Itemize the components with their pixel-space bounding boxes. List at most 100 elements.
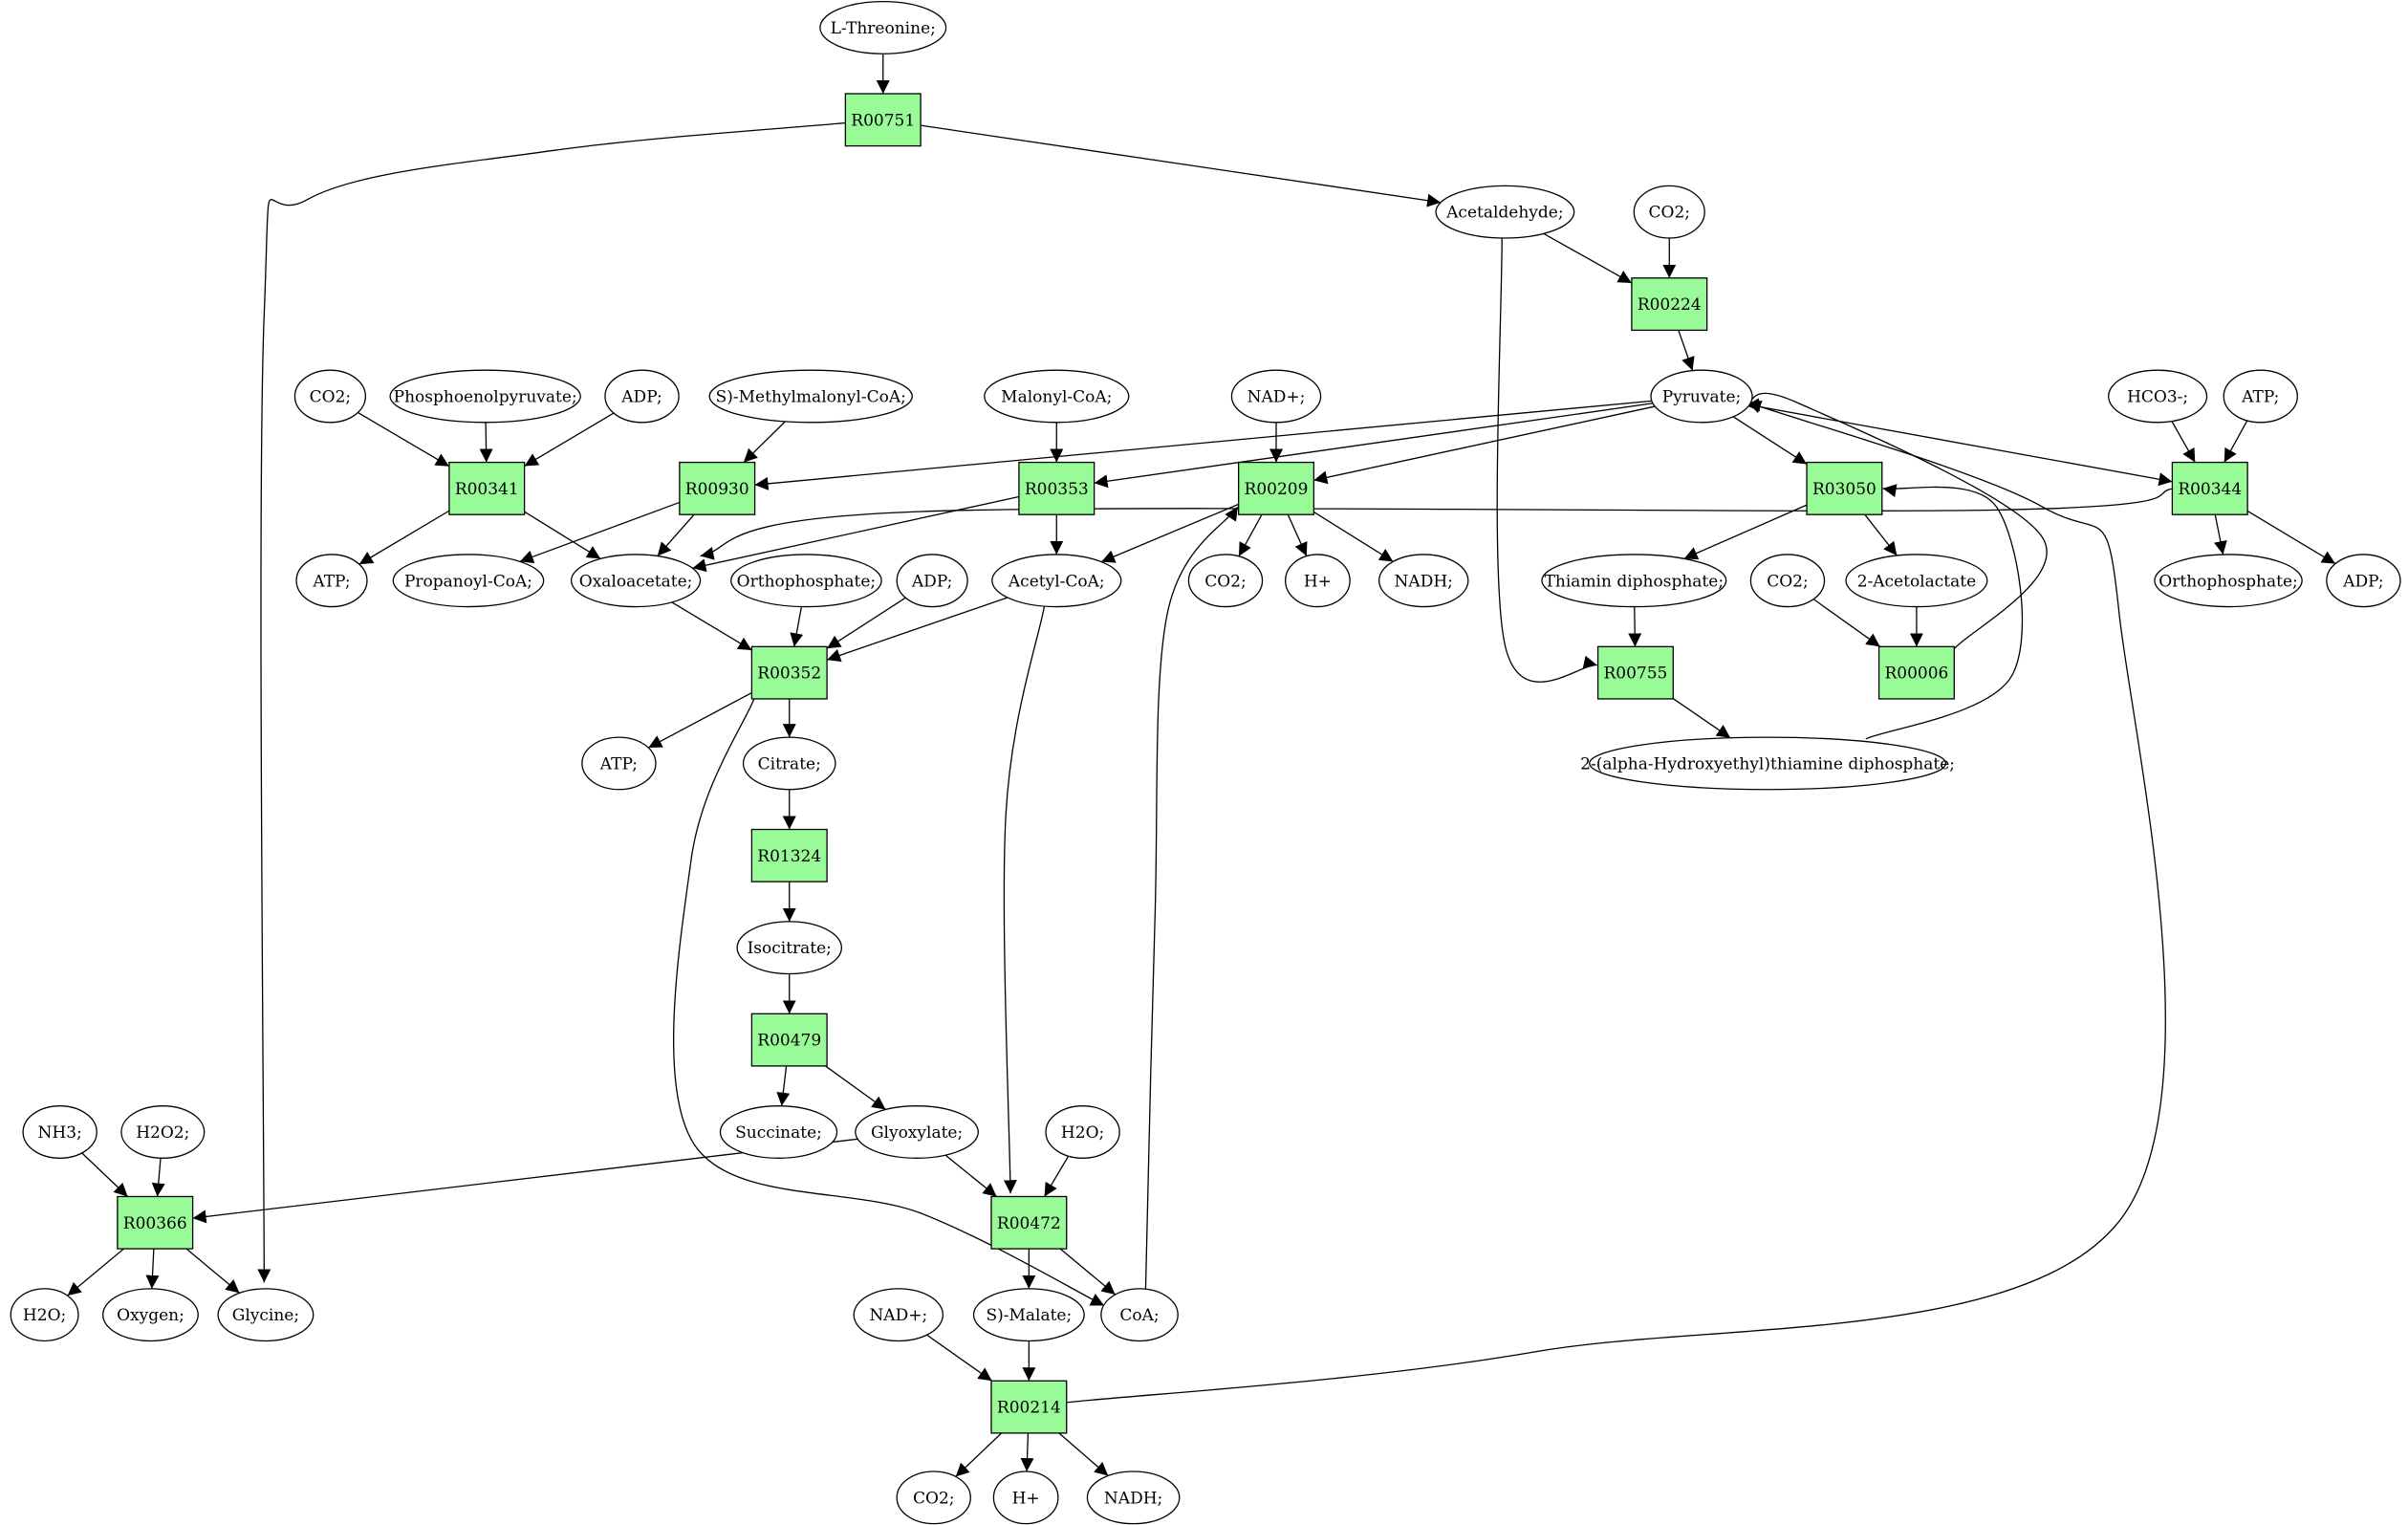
- node-shape: [604, 369, 680, 424]
- edge-r03050-to-tpp: [1683, 504, 1808, 560]
- node-label: R00224: [1638, 295, 1702, 315]
- node-label: ADP;: [911, 572, 952, 591]
- reaction-node-r00755[interactable]: R00755: [1596, 645, 1674, 700]
- compound-node-glyox[interactable]: Glyoxylate;: [855, 1105, 979, 1159]
- node-label: R00930: [685, 480, 749, 499]
- edge-h2o_a-to-r00472: [1044, 1155, 1070, 1197]
- edge-r00214-to-h_b: [1020, 1432, 1034, 1472]
- compound-node-atp_b[interactable]: ATP;: [295, 554, 368, 608]
- edge-r00006-to-pyruvate: [1746, 392, 2048, 650]
- compound-node-co2_a[interactable]: CO2;: [1633, 185, 1705, 239]
- node-shape: [990, 1195, 1068, 1250]
- compound-node-nad_a[interactable]: NAD+;: [1230, 369, 1322, 424]
- compound-node-oaa[interactable]: Oxaloacetate;: [570, 554, 702, 608]
- edge-r00366-to-h2o_b: [67, 1248, 124, 1296]
- edge-pyruvate-to-r03050: [1732, 416, 1808, 466]
- node-label: R00353: [1025, 480, 1089, 499]
- edge-r00214-to-co2_e: [955, 1432, 1003, 1477]
- compound-node-adp_b[interactable]: ADP;: [896, 554, 968, 608]
- node-label: R00006: [1884, 664, 1948, 684]
- node-shape: [1749, 554, 1826, 608]
- compound-node-h2o_b[interactable]: H2O;: [10, 1288, 79, 1342]
- reaction-node-r00472[interactable]: R00472: [990, 1195, 1068, 1250]
- reaction-node-r00479[interactable]: R00479: [750, 1013, 828, 1067]
- compound-node-coa[interactable]: CoA;: [1100, 1288, 1179, 1342]
- compound-node-co2_b[interactable]: CO2;: [293, 369, 366, 424]
- compound-node-succ[interactable]: Succinate;: [719, 1105, 838, 1159]
- node-shape: [2154, 554, 2303, 608]
- reaction-node-r00366[interactable]: R00366: [117, 1195, 194, 1250]
- compound-node-h_b[interactable]: H+: [992, 1471, 1059, 1525]
- compound-node-adp_a[interactable]: ADP;: [604, 369, 680, 424]
- edge-h2o2-to-r00366: [151, 1158, 165, 1197]
- compound-node-propcoa[interactable]: Propanoyl-CoA;: [392, 554, 545, 608]
- compound-node-pi_a[interactable]: Orthophosphate;: [730, 554, 882, 608]
- edge-oaa-to-r00352: [671, 601, 752, 651]
- reaction-node-r00224[interactable]: R00224: [1631, 277, 1708, 332]
- node-label: ATP;: [599, 754, 638, 773]
- compound-node-adp_c[interactable]: ADP;: [2326, 554, 2401, 608]
- compound-node-co2_d[interactable]: CO2;: [1749, 554, 1826, 608]
- reaction-node-r00930[interactable]: R00930: [679, 461, 756, 515]
- compound-node-tpp[interactable]: Thiamin diphosphate;: [1541, 554, 1727, 608]
- compound-node-acetald[interactable]: Acetaldehyde;: [1435, 185, 1575, 239]
- node-label: 2-(alpha-Hydroxyethyl)thiamine diphospha…: [1580, 754, 1955, 773]
- edge-pyruvate-to-r00930: [754, 400, 1652, 490]
- edge-r00214-to-pyruvate: [1067, 400, 2166, 1404]
- compound-node-nh3[interactable]: NH3;: [22, 1105, 98, 1159]
- edge-r00479-to-glyox: [825, 1065, 886, 1110]
- compound-node-co2_c[interactable]: CO2;: [1187, 554, 1264, 608]
- compound-node-oxygen[interactable]: Oxygen;: [101, 1288, 199, 1342]
- compound-node-h_a[interactable]: H+: [1284, 554, 1351, 608]
- compound-node-nad_b[interactable]: NAD+;: [853, 1288, 944, 1342]
- edge-r00214-to-nadh_b: [1058, 1432, 1109, 1476]
- node-shape: [570, 554, 702, 608]
- compound-node-atp_a[interactable]: ATP;: [2223, 369, 2298, 424]
- reaction-node-r00353[interactable]: R00353: [1018, 461, 1096, 515]
- node-label: HCO3-;: [2127, 387, 2188, 406]
- node-label: L-Threonine;: [831, 19, 936, 38]
- compound-node-isocit[interactable]: Isocitrate;: [736, 921, 843, 975]
- node-shape: [992, 1471, 1059, 1525]
- edge-r00209-to-co2_c: [1238, 513, 1263, 557]
- node-label: Propanoyl-CoA;: [404, 572, 532, 591]
- compound-node-acetolac[interactable]: 2-Acetolactate: [1845, 554, 1988, 608]
- compound-node-nadh_a[interactable]: NADH;: [1378, 554, 1469, 608]
- compound-node-nadh_b[interactable]: NADH;: [1086, 1471, 1181, 1525]
- compound-node-pyruvate[interactable]: Pyruvate;: [1650, 369, 1753, 424]
- reaction-node-r00352[interactable]: R00352: [750, 645, 828, 700]
- reaction-node-r01324[interactable]: R01324: [750, 828, 828, 882]
- node-shape: [295, 554, 368, 608]
- reaction-node-r00209[interactable]: R00209: [1237, 461, 1315, 515]
- compound-node-pi_b[interactable]: Orthophosphate;: [2154, 554, 2303, 608]
- compound-node-h2o2[interactable]: H2O2;: [120, 1105, 206, 1159]
- compound-node-acecoa[interactable]: Acetyl-CoA;: [991, 554, 1122, 608]
- node-label: CO2;: [1649, 204, 1691, 223]
- compound-node-co2_e[interactable]: CO2;: [896, 1471, 971, 1525]
- node-label: Succinate;: [735, 1123, 822, 1143]
- compound-node-malcoa[interactable]: Malonyl-CoA;: [984, 369, 1130, 424]
- compound-node-atp_c[interactable]: ATP;: [581, 736, 657, 791]
- compound-node-hco3[interactable]: HCO3-;: [2108, 369, 2208, 424]
- reaction-node-r00341[interactable]: R00341: [448, 461, 526, 515]
- edge-pep-to-r00341: [479, 422, 493, 463]
- node-shape: [1877, 645, 1955, 700]
- compound-node-smm[interactable]: S)-Methylmalonyl-CoA;: [708, 369, 913, 424]
- edge-r00472-to-coa: [1059, 1248, 1117, 1296]
- reaction-node-r00751[interactable]: R00751: [844, 93, 922, 147]
- node-shape: [844, 93, 922, 147]
- reaction-node-r03050[interactable]: R03050: [1806, 461, 1883, 515]
- node-shape: [120, 1105, 206, 1159]
- compound-node-h2o_a[interactable]: H2O;: [1045, 1105, 1120, 1159]
- compound-node-smal[interactable]: S)-Malate;: [972, 1288, 1085, 1342]
- reaction-node-r00006[interactable]: R00006: [1877, 645, 1955, 700]
- reaction-node-r00344[interactable]: R00344: [2171, 461, 2248, 515]
- compound-node-glycine[interactable]: Glycine;: [217, 1288, 315, 1342]
- reaction-node-r00214[interactable]: R00214: [990, 1380, 1068, 1434]
- compound-node-citrate[interactable]: Citrate;: [742, 736, 836, 791]
- compound-node-n_thr[interactable]: L-Threonine;: [819, 0, 947, 54]
- compound-node-hetpp[interactable]: 2-(alpha-Hydroxyethyl)thiamine diphospha…: [1580, 736, 1955, 791]
- node-shape: [1018, 461, 1096, 515]
- compound-node-pep[interactable]: Phosphoenolpyruvate;: [389, 369, 581, 424]
- edge-nad_b-to-r00214: [926, 1334, 993, 1382]
